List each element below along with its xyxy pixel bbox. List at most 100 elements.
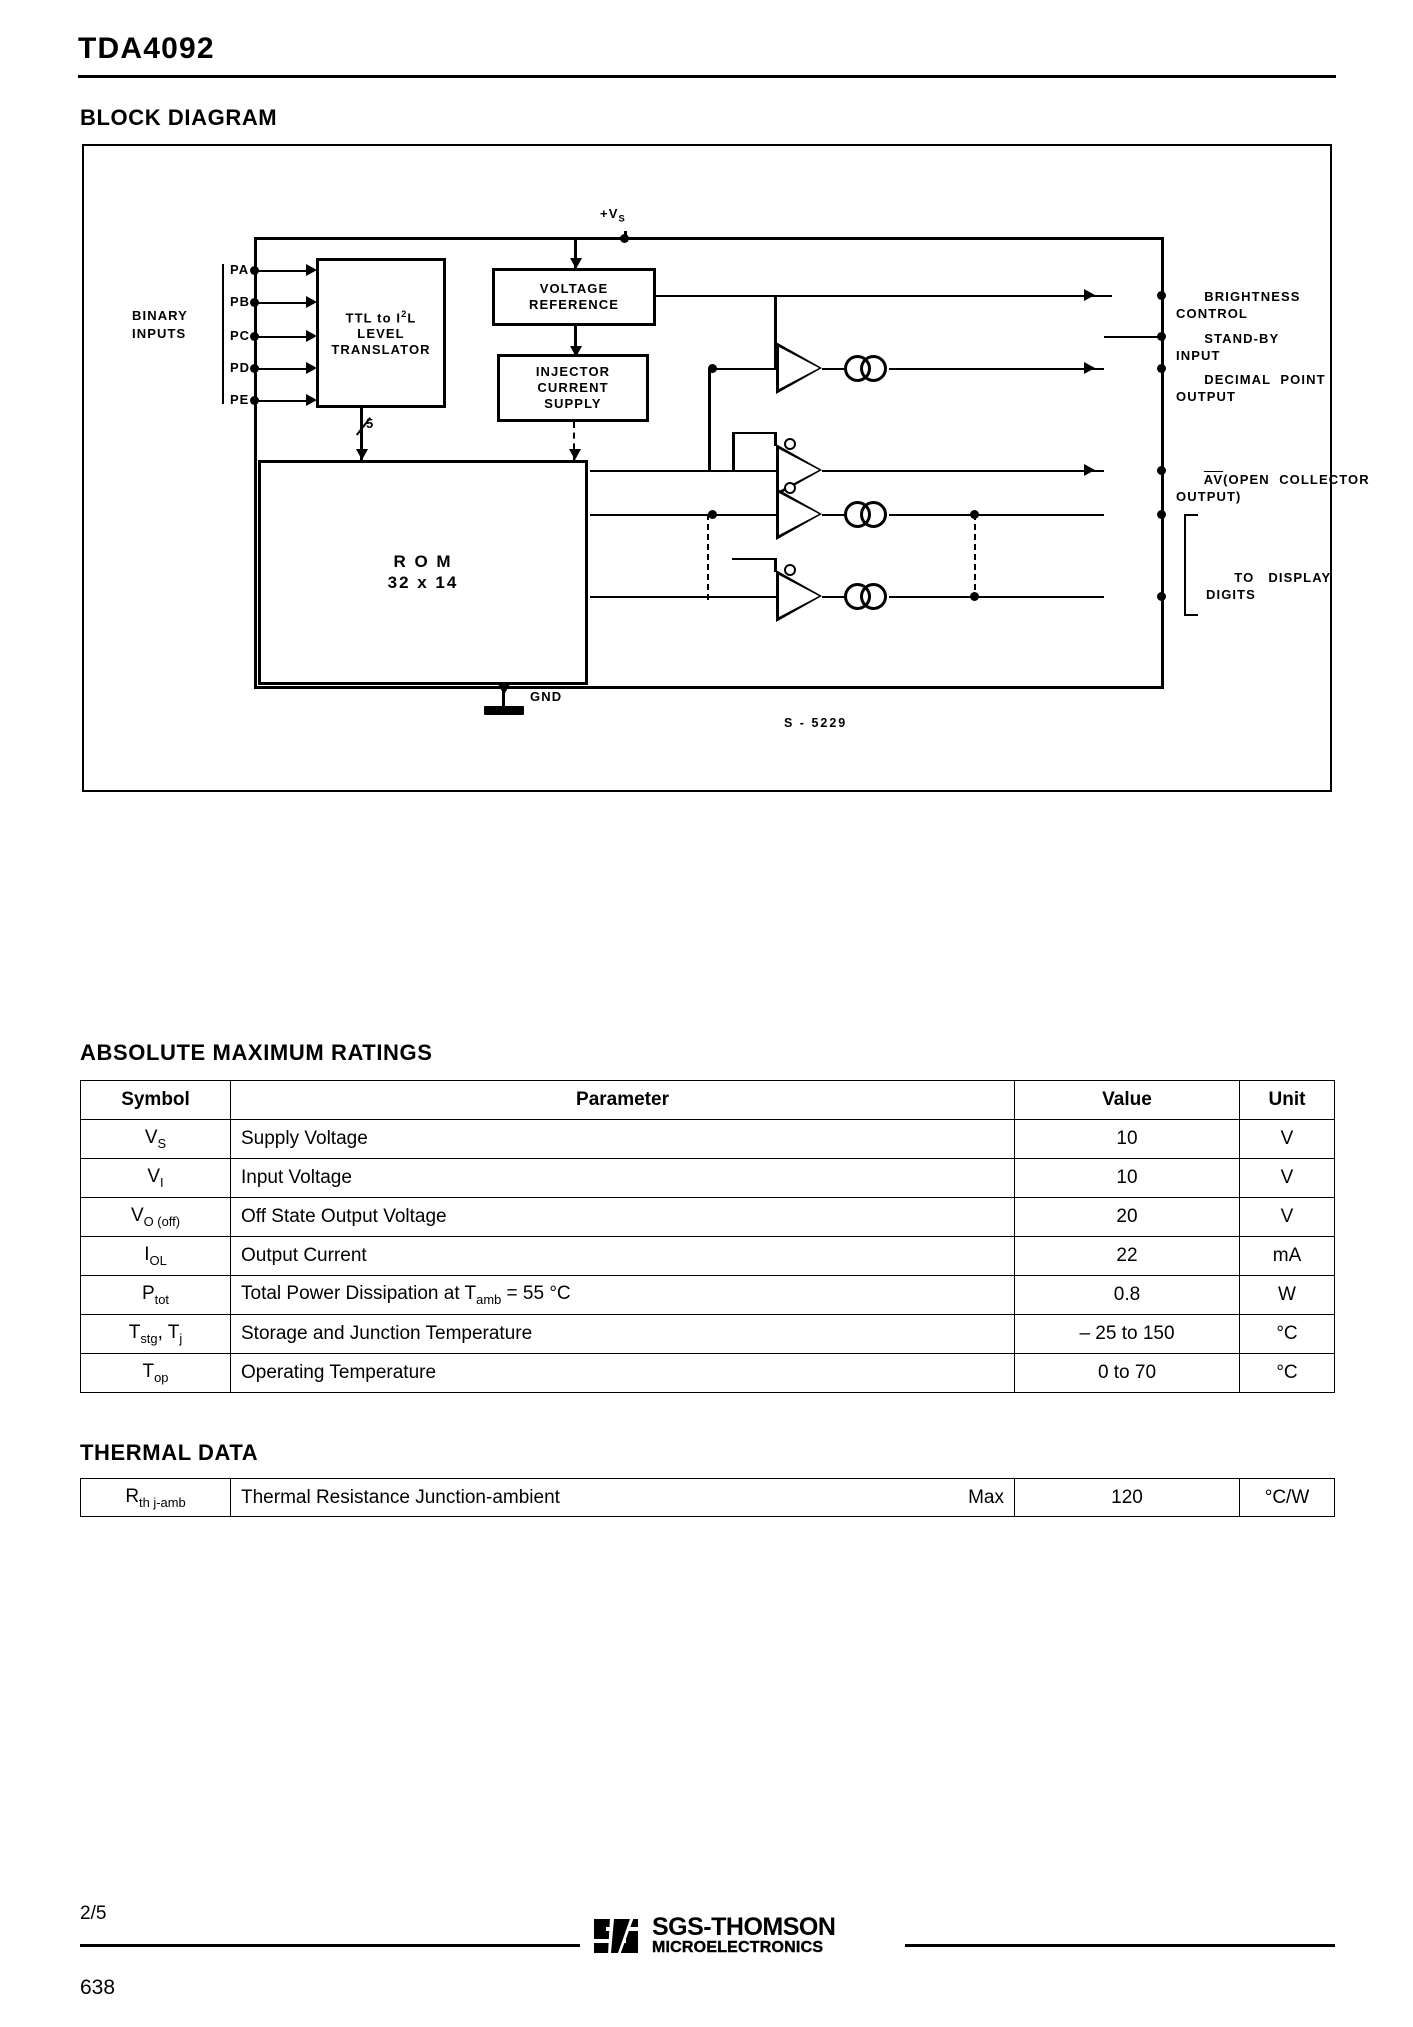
col-symbol: Symbol	[80, 1080, 231, 1120]
cell-value: 22	[1014, 1236, 1240, 1276]
bus-width-label: 5	[366, 416, 375, 431]
absolute-maximum-ratings-heading: ABSOLUTE MAXIMUM RATINGS	[80, 1040, 433, 1065]
cell-unit: mA	[1239, 1236, 1335, 1276]
brand-text: SGS-THOMSON MICROELECTRONICS	[652, 1912, 836, 1956]
cell-value: 0.8	[1014, 1275, 1240, 1315]
cell-parameter: Operating Temperature	[230, 1353, 1015, 1393]
digit2-out-wire	[822, 596, 846, 598]
rom-block: R O M 32 x 14	[258, 460, 588, 685]
av-bias-vert	[732, 432, 735, 470]
pin-dot-pc	[250, 332, 259, 341]
dp-branch-vert	[774, 296, 777, 368]
cell-symbol: VO (off)	[80, 1197, 231, 1237]
brightness-arrow	[1084, 289, 1095, 301]
digit-feedback-dot-bottom	[970, 592, 979, 601]
pin-label-pa: PA	[230, 262, 250, 277]
digit2-output-dot	[1157, 592, 1166, 601]
table-header-row: Symbol Parameter Value Unit	[80, 1080, 1335, 1120]
supply-rail-right	[624, 237, 1164, 240]
digit2-buffer-triangle-inner	[779, 575, 819, 617]
injector-current-supply-block: INJECTOR CURRENT SUPPLY	[497, 354, 649, 422]
injector-line-1: INJECTOR	[535, 364, 611, 380]
injector-arrow	[570, 346, 582, 357]
dp-branch-link	[774, 295, 777, 298]
pin-label-pd: PD	[230, 360, 251, 375]
vref-to-brightness-wire	[656, 295, 1112, 297]
page-title: TDA4092	[78, 32, 215, 65]
digit1-output-dot	[1157, 510, 1166, 519]
av-output-arrow	[1084, 464, 1095, 476]
title-divider	[78, 75, 1336, 78]
digit1-invert-bubble	[784, 482, 796, 494]
brand-logo: SGS-THOMSON MICROELECTRONICS	[590, 1905, 890, 1965]
footer-divider-left	[80, 1944, 580, 1947]
supply-label: +VS	[600, 206, 626, 224]
pin-wire-pe	[256, 400, 312, 402]
cell-symbol: IOL	[80, 1236, 231, 1276]
digit-feedback-dashed-left	[707, 514, 709, 600]
footer-page-number: 2/5	[80, 1903, 107, 1924]
cell-value: 20	[1014, 1197, 1240, 1237]
brightness-dot	[1157, 291, 1166, 300]
cell-symbol: Tstg, Tj	[80, 1314, 231, 1354]
vref-to-injector-wire	[574, 326, 577, 356]
cell-unit: °C	[1239, 1353, 1335, 1393]
cell-unit: °C/W	[1239, 1478, 1335, 1517]
ttl-to-i2l-translator-block: TTL to I2L LEVEL TRANSLATOR	[316, 258, 446, 408]
sgs-thomson-logo-icon	[590, 1913, 642, 1957]
pin-arrow-pb	[306, 296, 317, 308]
ground-rail	[254, 686, 1164, 689]
left-rail	[254, 237, 257, 689]
av-output-wire	[822, 470, 1104, 472]
dp-output-wire	[889, 368, 1104, 370]
cell-parameter: Supply Voltage	[230, 1119, 1015, 1159]
cell-parameter: Off State Output Voltage	[230, 1197, 1015, 1237]
vref-supply-wire	[574, 237, 577, 269]
av-input-vert	[708, 368, 711, 470]
col-unit: Unit	[1239, 1080, 1335, 1120]
vref-line-2: REFERENCE	[528, 297, 620, 312]
rom-line-2: 32 x 14	[387, 572, 459, 592]
cell-unit: V	[1239, 1197, 1335, 1237]
thermal-data-heading: THERMAL DATA	[80, 1440, 259, 1465]
cell-value: 120	[1014, 1478, 1240, 1517]
digit1-buffer-triangle-inner	[779, 493, 819, 535]
block-diagram: +VS GND S - 5229 BINARY INPUTS PA PB PC	[82, 144, 1369, 792]
standby-wire	[1104, 336, 1164, 338]
col-parameter: Parameter	[230, 1080, 1015, 1120]
bus-arrow	[356, 449, 368, 460]
injector-line-3: SUPPLY	[544, 395, 602, 411]
digit2-bias-stub	[774, 558, 777, 572]
ground-label: GND	[530, 689, 563, 704]
cell-value: 10	[1014, 1158, 1240, 1198]
pin-label-pb: PB	[230, 294, 251, 309]
pin-arrow-pe	[306, 394, 317, 406]
digit2-invert-bubble	[784, 564, 796, 576]
col-value: Value	[1014, 1080, 1240, 1120]
cell-unit: W	[1239, 1275, 1335, 1315]
cell-parameter: Input Voltage	[230, 1158, 1015, 1198]
av-input-wire	[590, 470, 776, 472]
cell-symbol: VI	[80, 1158, 231, 1198]
av-bias-wire	[732, 432, 776, 434]
brand-name: SGS-THOMSON	[652, 1912, 836, 1941]
injector-to-rom-dashed	[573, 422, 575, 460]
binary-inputs-label: BINARY	[132, 308, 188, 323]
cell-unit: °C	[1239, 1314, 1335, 1354]
digit-feedback-dot-top	[970, 510, 979, 519]
cell-symbol: VS	[80, 1119, 231, 1159]
digit1-out-wire	[822, 514, 846, 516]
pin-label-pe: PE	[230, 392, 250, 407]
pin-wire-pb	[256, 302, 312, 304]
cell-unit: V	[1239, 1158, 1335, 1198]
